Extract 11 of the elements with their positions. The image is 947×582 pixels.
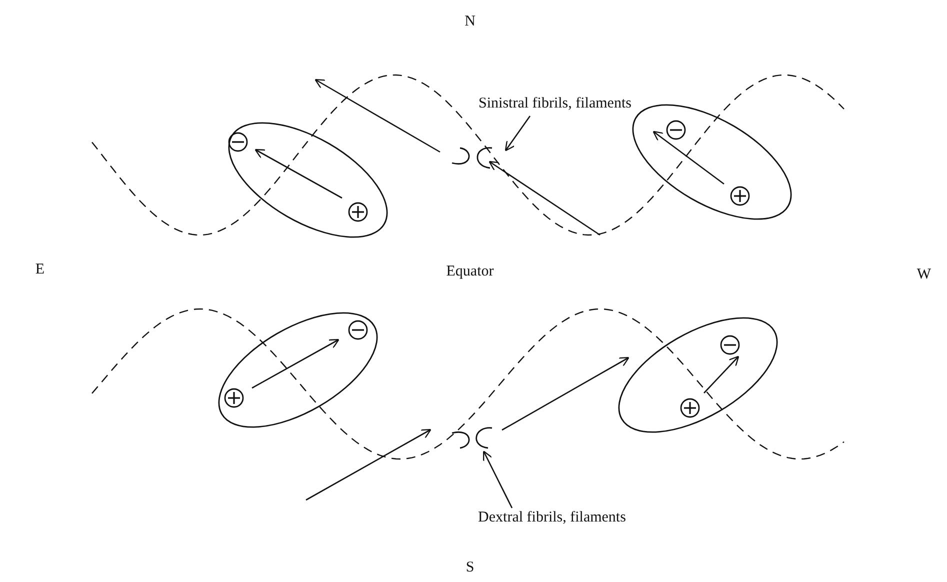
compass-label: E bbox=[35, 262, 45, 278]
leader-line bbox=[504, 116, 531, 152]
fibril-drawing bbox=[451, 147, 493, 169]
leader-line bbox=[483, 450, 513, 508]
compass-label: N bbox=[464, 14, 476, 30]
equator-label: Equator bbox=[446, 264, 494, 280]
compass-label: S bbox=[466, 560, 474, 576]
annotation-label: Sinistral fibrils, filaments bbox=[478, 96, 632, 112]
compass-label: W bbox=[916, 266, 932, 284]
annotation-label: Dextral fibrils, filaments bbox=[478, 510, 626, 526]
fibril-drawing bbox=[451, 427, 493, 449]
